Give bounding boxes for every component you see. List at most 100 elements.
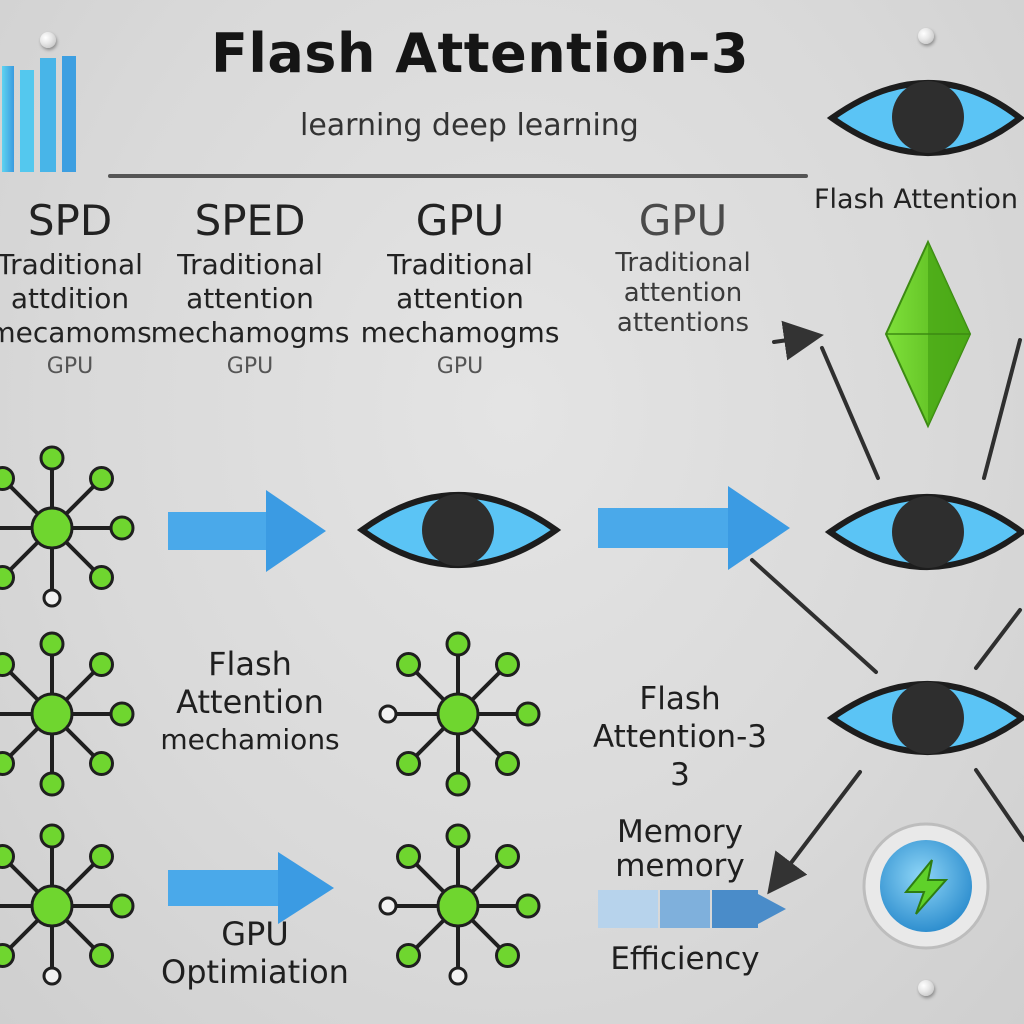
network-node	[88, 750, 114, 776]
column-line: mechamogms	[360, 316, 560, 349]
network-node	[39, 771, 65, 797]
column-text: Traditional attention mechamogms	[360, 248, 560, 350]
network-node	[396, 942, 422, 968]
pin-bottom-right	[918, 980, 934, 996]
column-sped: SPED Traditional attention mechamogms GP…	[150, 198, 350, 380]
network-node	[494, 750, 520, 776]
arrow-right-icon-2	[598, 486, 790, 570]
label-line: Attention	[176, 683, 324, 721]
column-line: Traditional	[387, 248, 533, 281]
efficiency-label: Efficiency	[610, 941, 760, 977]
network-node	[42, 966, 62, 986]
column-line: attention	[623, 278, 743, 308]
arrow-right-icon-3	[168, 852, 334, 924]
flash-attention-label: Flash Attention	[814, 184, 1018, 215]
network-node	[378, 896, 398, 916]
column-line: attentions	[616, 308, 750, 338]
network-node	[515, 893, 541, 919]
column-spd: SPD Traditional attdition mecamoms GPU	[0, 198, 180, 380]
network-node-icon-2	[0, 631, 135, 797]
network-node	[396, 844, 422, 870]
network-node-icon-3	[378, 631, 541, 797]
label-line: memory	[615, 848, 745, 884]
label-line: Flash	[208, 645, 292, 683]
column-gpu: GPU Traditional attention mechamogms GPU	[360, 198, 560, 380]
network-node	[109, 701, 135, 727]
network-node	[88, 466, 114, 492]
title-divider	[108, 174, 808, 178]
network-node	[0, 565, 15, 590]
eye-icon-center	[356, 492, 562, 568]
column-heading: SPD	[27, 196, 113, 245]
network-node	[0, 652, 15, 677]
label-line: GPU	[221, 915, 289, 953]
column-footer: GPU	[46, 354, 94, 379]
column-heading: GPU	[638, 196, 728, 245]
column-line: Traditional	[177, 248, 323, 281]
label-line: mechamions	[160, 723, 340, 756]
network-node	[0, 943, 15, 968]
network-node	[0, 466, 15, 491]
network-hub	[30, 506, 74, 550]
column-line: attention	[186, 282, 314, 315]
network-node	[88, 844, 114, 870]
network-node	[109, 515, 135, 541]
network-node	[445, 631, 471, 657]
eye-icon-top-right	[826, 80, 1024, 156]
network-node	[445, 771, 471, 797]
column-line: mechamogms	[150, 316, 350, 349]
network-node	[39, 445, 65, 471]
page-title: Flash Attention-3	[210, 22, 750, 85]
memory-bar-icon	[598, 890, 786, 928]
network-node	[88, 652, 114, 678]
column-text: Traditional attention mechamogms	[150, 248, 350, 350]
network-node	[0, 844, 15, 869]
network-hub	[436, 692, 480, 736]
eye-icon-right-lower	[826, 681, 1024, 755]
label-line: Flash	[639, 681, 721, 717]
eye-icon-right-middle	[824, 494, 1024, 570]
flash-attention-mechanisms-label: Flash Attention mechamions	[150, 645, 350, 759]
network-node	[109, 893, 135, 919]
network-node	[88, 564, 114, 590]
label-line: Memory	[616, 814, 744, 850]
network-node	[515, 701, 541, 727]
network-node	[494, 844, 520, 870]
network-node	[445, 823, 471, 849]
pin-top-left	[40, 32, 56, 48]
column-line: attention	[396, 282, 524, 315]
network-hub	[30, 884, 74, 928]
network-node-icon-1	[0, 445, 135, 608]
network-node	[494, 652, 520, 678]
network-node	[42, 588, 62, 608]
memory-label: Memory memory	[580, 815, 780, 883]
column-line: Traditional	[0, 248, 143, 281]
lightning-bolt-icon	[862, 822, 990, 950]
network-node	[88, 942, 114, 968]
green-crystal-icon	[884, 239, 972, 429]
label-line: Attention-3	[593, 719, 767, 755]
flash-attention-3-label: Flash Attention-3 3	[580, 680, 780, 794]
column-line: mecamoms	[0, 316, 152, 349]
column-line: attdition	[10, 282, 130, 315]
column-text: Traditional attention attentions	[588, 248, 778, 338]
network-node	[448, 966, 468, 986]
arrow-right-icon-1	[168, 490, 326, 572]
column-line: Traditional	[615, 248, 751, 278]
page-subtitle: learning deep learning	[300, 108, 639, 143]
network-node	[494, 942, 520, 968]
network-node	[39, 631, 65, 657]
column-footer: GPU	[226, 354, 274, 379]
column-heading: GPU	[415, 196, 505, 245]
column-heading: SPED	[194, 196, 306, 245]
network-hub	[436, 884, 480, 928]
connector-lines	[750, 320, 1024, 895]
network-node	[378, 704, 398, 724]
network-node-icon-4	[0, 823, 135, 986]
pin-top-right	[918, 28, 934, 44]
network-node	[0, 751, 15, 776]
column-gpu-faded: GPU Traditional attention attentions	[588, 196, 778, 339]
network-node	[39, 823, 65, 849]
label-line: 3	[670, 757, 690, 793]
